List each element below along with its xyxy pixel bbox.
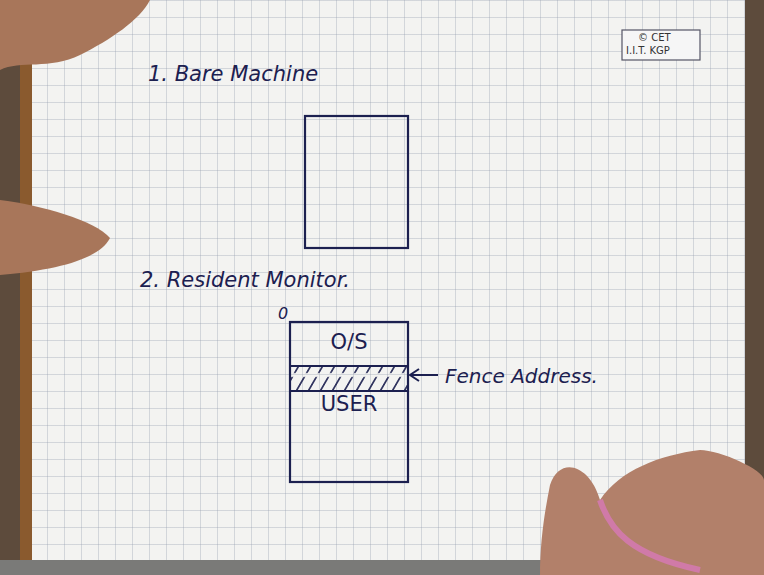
pen [600, 500, 700, 570]
handwritten-label: 2. Resident Monitor. [140, 268, 350, 292]
hand [540, 450, 764, 575]
arrow-head [410, 369, 419, 381]
handwritten-label: 0 [278, 304, 288, 323]
logo-text: I.I.T. KGP [626, 45, 670, 56]
partition-line [290, 365, 408, 367]
logo-box [622, 30, 700, 60]
partition-line [290, 390, 408, 392]
memory-region: USER [290, 392, 408, 482]
leader-line [410, 374, 438, 376]
memory-region: O/S [290, 324, 408, 366]
hand [0, 0, 150, 70]
hand [0, 200, 110, 275]
region-label: O/S [290, 330, 408, 354]
memory-box [305, 116, 408, 248]
handwritten-label: 1. Bare Machine [148, 62, 318, 86]
memory-box [290, 322, 408, 482]
fence-hatch [291, 366, 407, 391]
board-edge [20, 0, 32, 575]
region-label: USER [290, 392, 408, 416]
logo-text: © CET [638, 32, 671, 43]
handwritten-label: Fence Address. [445, 364, 598, 388]
